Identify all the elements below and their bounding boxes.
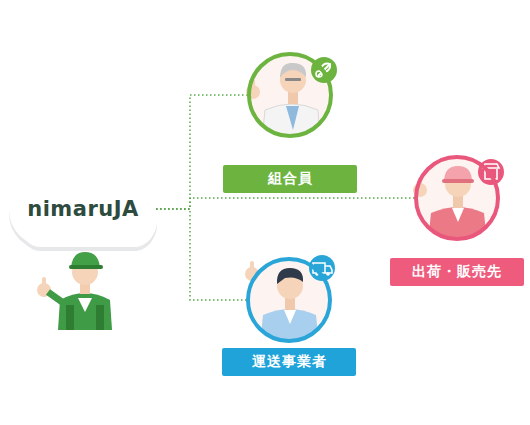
driver-figure [245,255,335,344]
role-label: 組合員 [223,165,357,193]
member-node: 組合員 [247,52,333,138]
buyer-node: 出荷・販売先 [414,155,500,241]
system-name: nimaruJA [8,197,158,221]
cloud-shape [9,156,157,251]
carrier-node: 運送事業者 [246,257,332,343]
dotted-connector [156,209,246,300]
farmer-figure [37,252,112,330]
system-cloud: nimaruJA [8,168,158,250]
dotted-connector [156,198,414,209]
role-label: 運送事業者 [222,348,356,376]
member-figure [246,54,337,140]
role-label: 出荷・販売先 [390,258,524,286]
shopkeeper-figure [413,157,504,242]
